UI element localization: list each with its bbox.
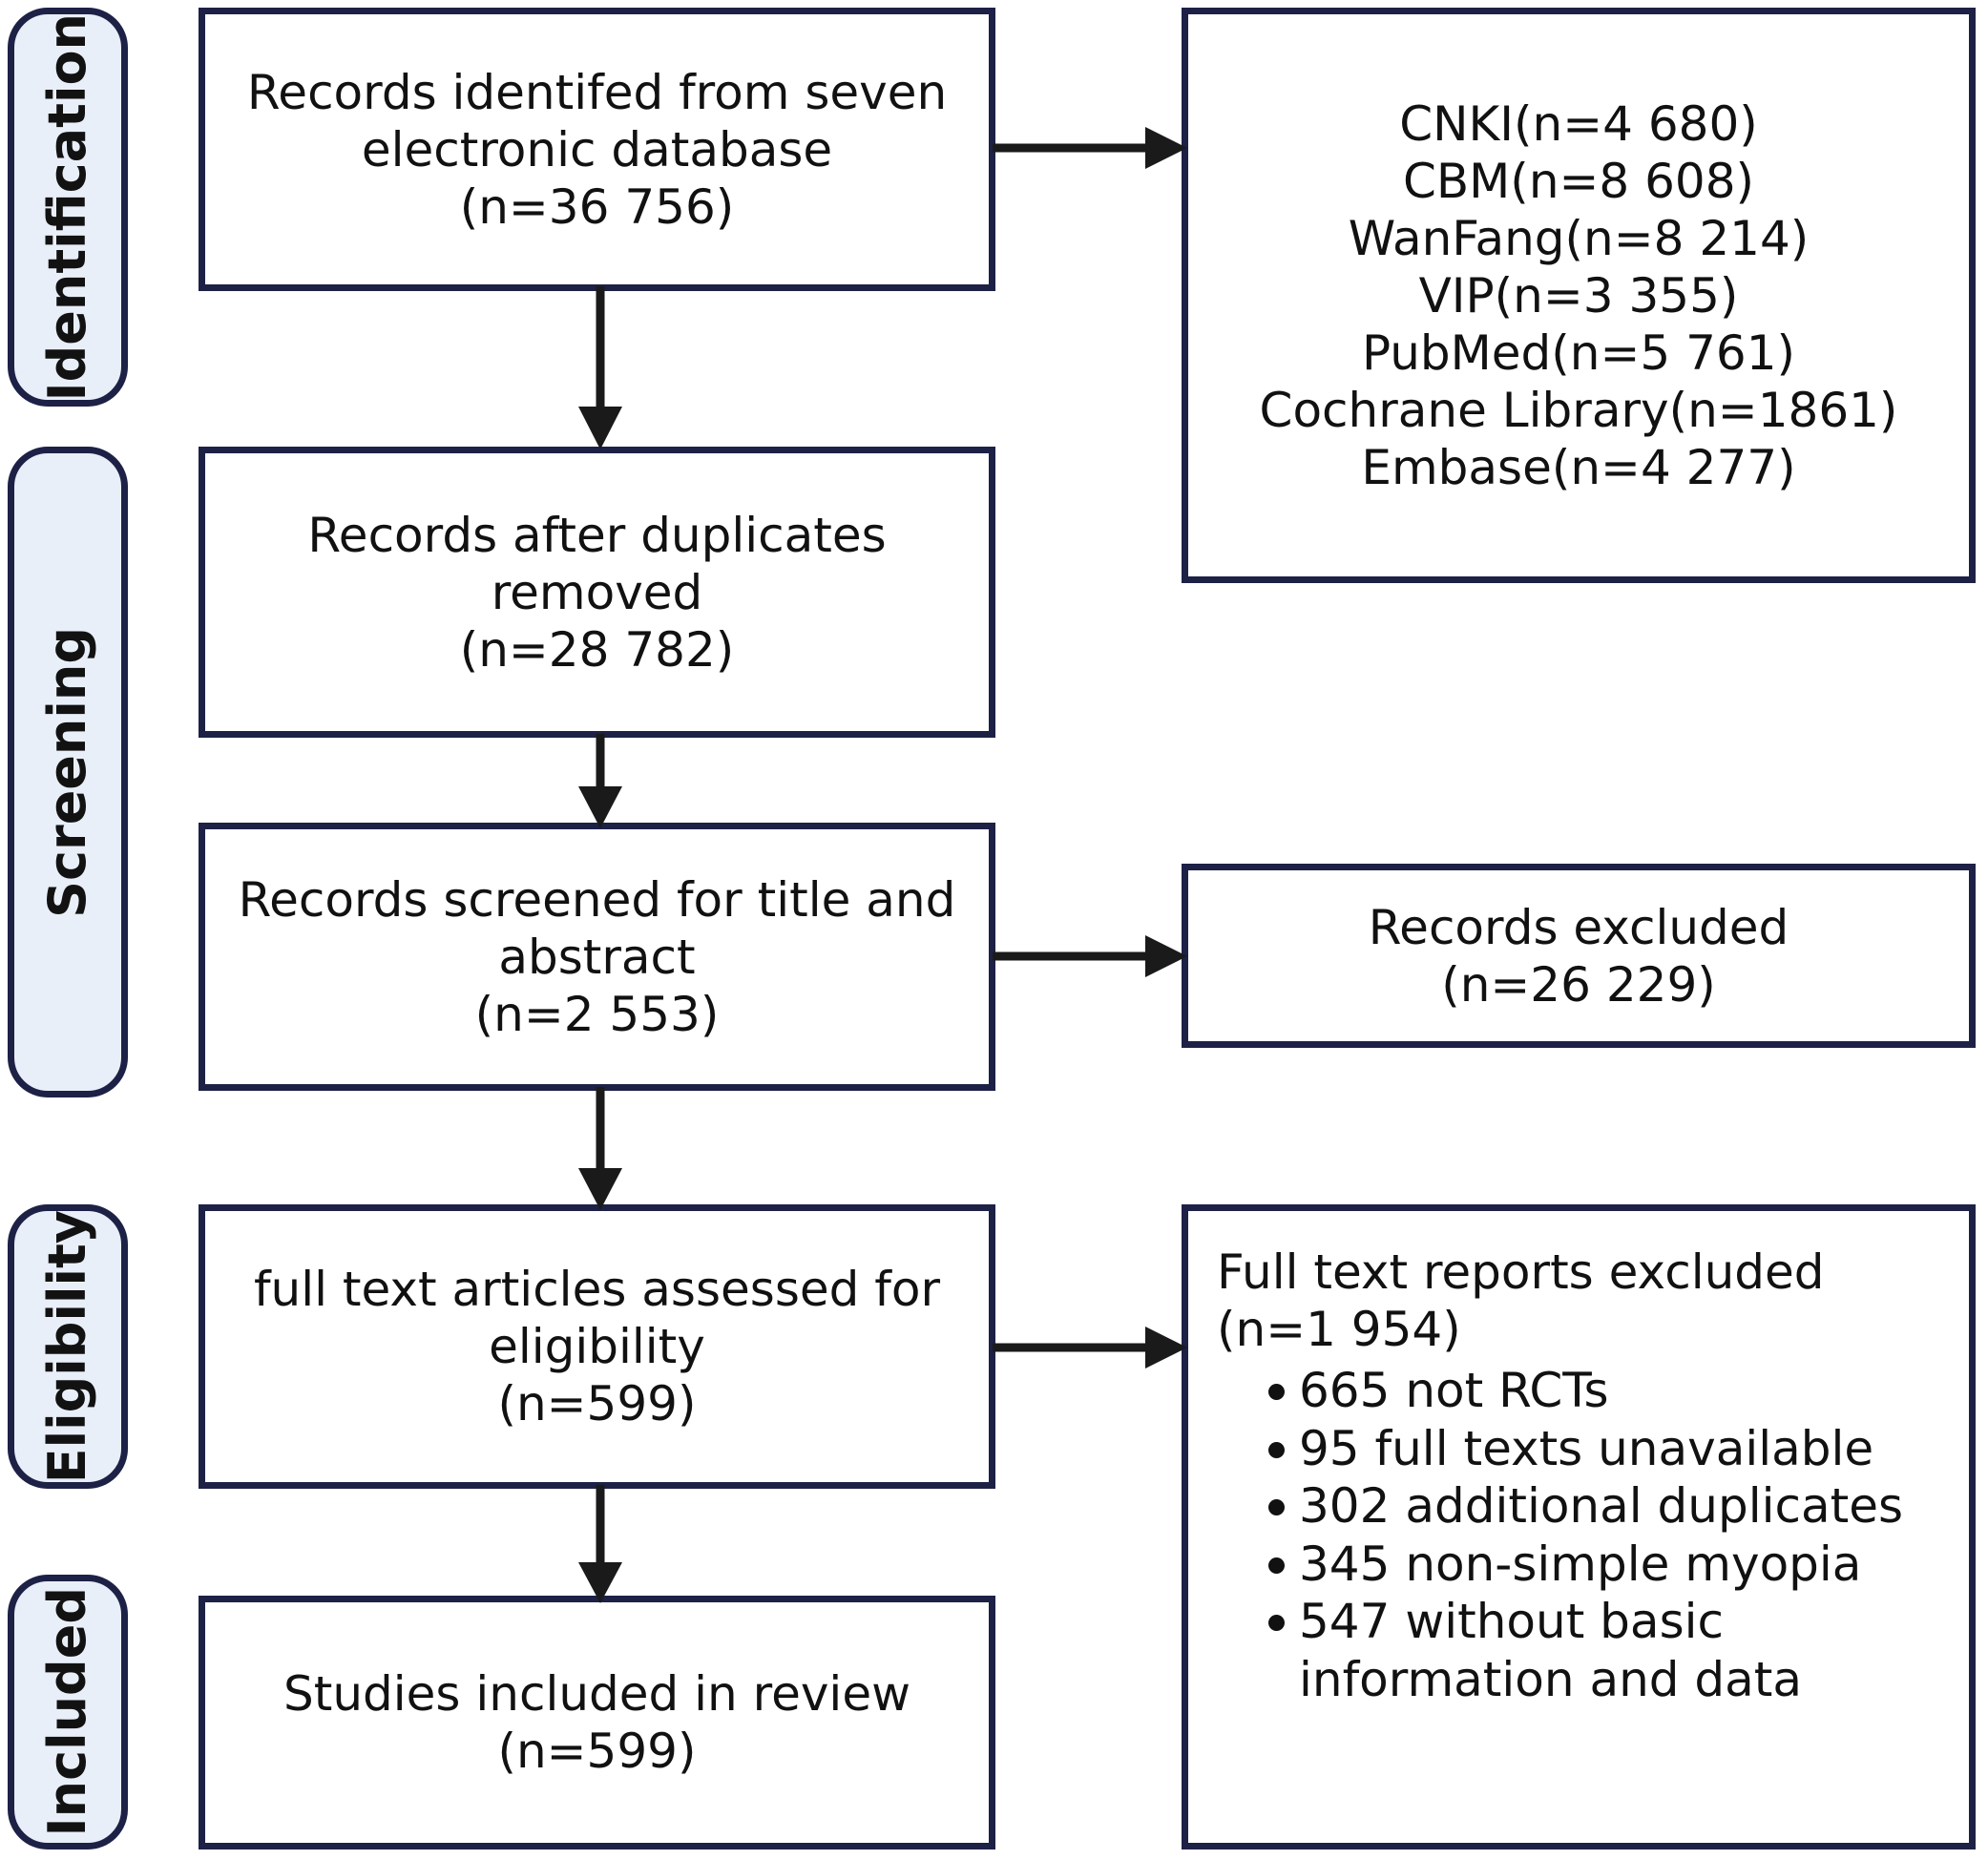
stage-pill-screening: Screening (8, 447, 128, 1097)
database-item: VIP(n=3 355) (1418, 267, 1739, 324)
full-text-assessed-count: (n=599) (497, 1376, 697, 1432)
stage-label-screening: Screening (37, 626, 97, 918)
exclusion-reason-text: 547 without basic information and data (1299, 1594, 1803, 1707)
box-records-excluded: Records excluded (n=26 229) (1182, 864, 1976, 1048)
list-item: 665 not RCTs (1268, 1362, 1946, 1420)
arrow-after-duplicates-to-screened (571, 734, 630, 829)
box-records-after-duplicates: Records after duplicates removed (n=28 7… (199, 447, 995, 738)
list-item: 345 non-simple myopia (1268, 1536, 1946, 1594)
database-item: Embase(n=4 277) (1361, 439, 1796, 495)
records-after-duplicates-count: (n=28 782) (459, 621, 735, 678)
stage-pill-identification: Identification (8, 8, 128, 407)
records-screened-count: (n=2 553) (474, 986, 720, 1042)
records-excluded-count: (n=26 229) (1441, 956, 1716, 1013)
bullet-icon (1268, 1384, 1285, 1400)
arrow-screened-to-records-excluded (993, 928, 1188, 985)
records-screened-line2: abstract (498, 929, 696, 985)
exclusion-reason-text: 665 not RCTs (1299, 1363, 1609, 1418)
records-identified-line1: Records identifed from seven (246, 64, 948, 120)
stage-pill-included: Included (8, 1575, 128, 1850)
database-item: PubMed(n=5 761) (1361, 324, 1796, 381)
records-after-duplicates-line1: Records after duplicates (307, 507, 887, 563)
exclusion-reason-text: 345 non-simple myopia (1299, 1536, 1862, 1592)
exclusion-reason-text: 302 additional duplicates (1299, 1478, 1904, 1534)
studies-included-line1: Studies included in review (283, 1666, 910, 1722)
records-identified-count: (n=36 756) (459, 178, 735, 235)
bullet-icon (1268, 1499, 1285, 1515)
arrow-full-text-assessed-to-studies-included (571, 1485, 630, 1604)
list-item: 95 full texts unavailable (1268, 1420, 1946, 1478)
studies-included-count: (n=599) (497, 1724, 697, 1779)
stage-label-eligibility: Eligibility (37, 1209, 97, 1484)
arrow-full-text-assessed-to-excluded (993, 1319, 1188, 1376)
full-text-excluded-line1: Full text reports excluded (1217, 1244, 1825, 1300)
arrow-identified-to-after-duplicates (571, 286, 630, 450)
box-full-text-excluded: Full text reports excluded (n=1 954) 665… (1182, 1204, 1976, 1850)
database-item: Cochrane Library(n=1861) (1259, 382, 1898, 438)
exclusion-reason-list: 665 not RCTs 95 full texts unavailable 3… (1217, 1362, 1946, 1708)
records-excluded-line1: Records excluded (1368, 899, 1789, 955)
bullet-icon (1268, 1557, 1285, 1574)
database-item: CNKI(n=4 680) (1399, 95, 1758, 152)
full-text-assessed-line2: eligibility (489, 1319, 705, 1374)
box-records-identified: Records identifed from seven electronic … (199, 8, 995, 291)
list-item: 547 without basic information and data (1268, 1593, 1946, 1708)
stage-label-identification: Identification (37, 12, 97, 402)
list-item: 302 additional duplicates (1268, 1477, 1946, 1536)
box-full-text-assessed: full text articles assessed for eligibil… (199, 1204, 995, 1489)
records-identified-line2: electronic database (361, 121, 833, 178)
full-text-assessed-line1: full text articles assessed for (253, 1262, 941, 1317)
records-screened-line1: Records screened for title and (238, 871, 956, 928)
bullet-icon (1268, 1441, 1285, 1458)
box-studies-included: Studies included in review (n=599) (199, 1596, 995, 1850)
stage-label-included: Included (37, 1587, 97, 1837)
full-text-excluded-count: (n=1 954) (1217, 1302, 1461, 1357)
box-database-breakdown: CNKI(n=4 680) CBM(n=8 608) WanFang(n=8 2… (1182, 8, 1976, 583)
database-item: CBM(n=8 608) (1402, 153, 1755, 209)
exclusion-reason-text: 95 full texts unavailable (1299, 1420, 1874, 1476)
arrow-identified-to-databases (993, 119, 1188, 177)
stage-pill-eligibility: Eligibility (8, 1204, 128, 1489)
bullet-icon (1268, 1615, 1285, 1631)
box-records-screened: Records screened for title and abstract … (199, 823, 995, 1091)
arrow-screened-to-full-text-assessed (571, 1087, 630, 1211)
records-after-duplicates-line2: removed (491, 564, 703, 620)
database-item: WanFang(n=8 214) (1348, 210, 1810, 266)
